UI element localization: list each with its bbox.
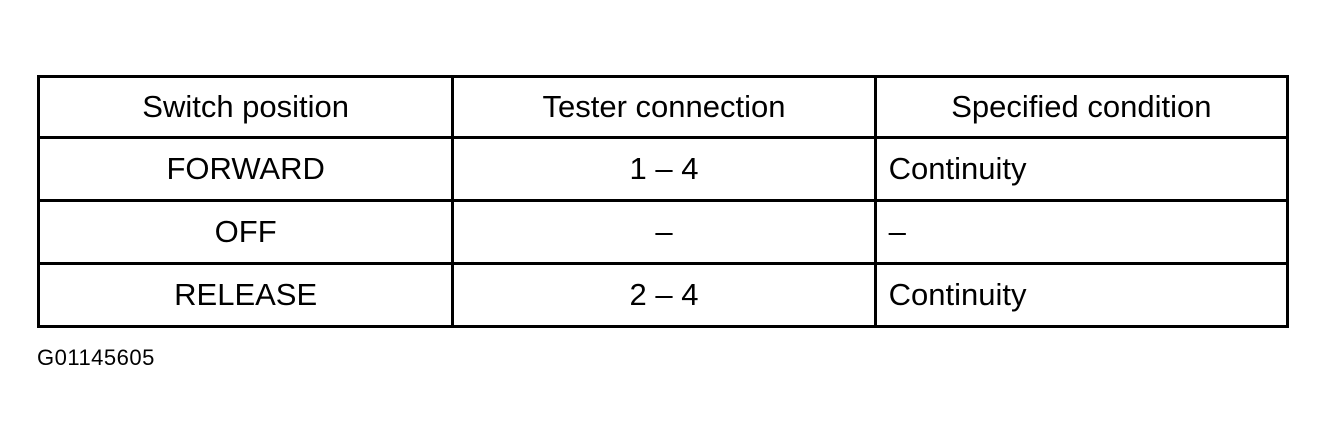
- header-row: Switch position Tester connection Specif…: [36, 75, 1290, 139]
- header-tester-connection: Tester connection: [451, 75, 877, 139]
- cell-specified-condition: Continuity: [873, 262, 1290, 328]
- table-row: RELEASE 2 – 4 Continuity: [36, 262, 1290, 328]
- figure-code: G01145605: [37, 345, 155, 370]
- cell-specified-condition: –: [873, 199, 1290, 265]
- cell-switch-position: OFF: [36, 199, 455, 265]
- header-switch-position: Switch position: [36, 75, 455, 139]
- cell-tester-connection: 1 – 4: [451, 136, 877, 202]
- header-specified-condition: Specified condition: [873, 75, 1290, 139]
- table-row: FORWARD 1 – 4 Continuity: [36, 136, 1290, 202]
- cell-specified-condition: Continuity: [873, 136, 1290, 202]
- cell-switch-position: FORWARD: [36, 136, 455, 202]
- cell-switch-position: RELEASE: [36, 262, 455, 328]
- cell-tester-connection: –: [451, 199, 877, 265]
- table-row: OFF – –: [36, 199, 1290, 265]
- cell-tester-connection: 2 – 4: [451, 262, 877, 328]
- switch-inspection-table: Switch position Tester connection Specif…: [36, 75, 1290, 328]
